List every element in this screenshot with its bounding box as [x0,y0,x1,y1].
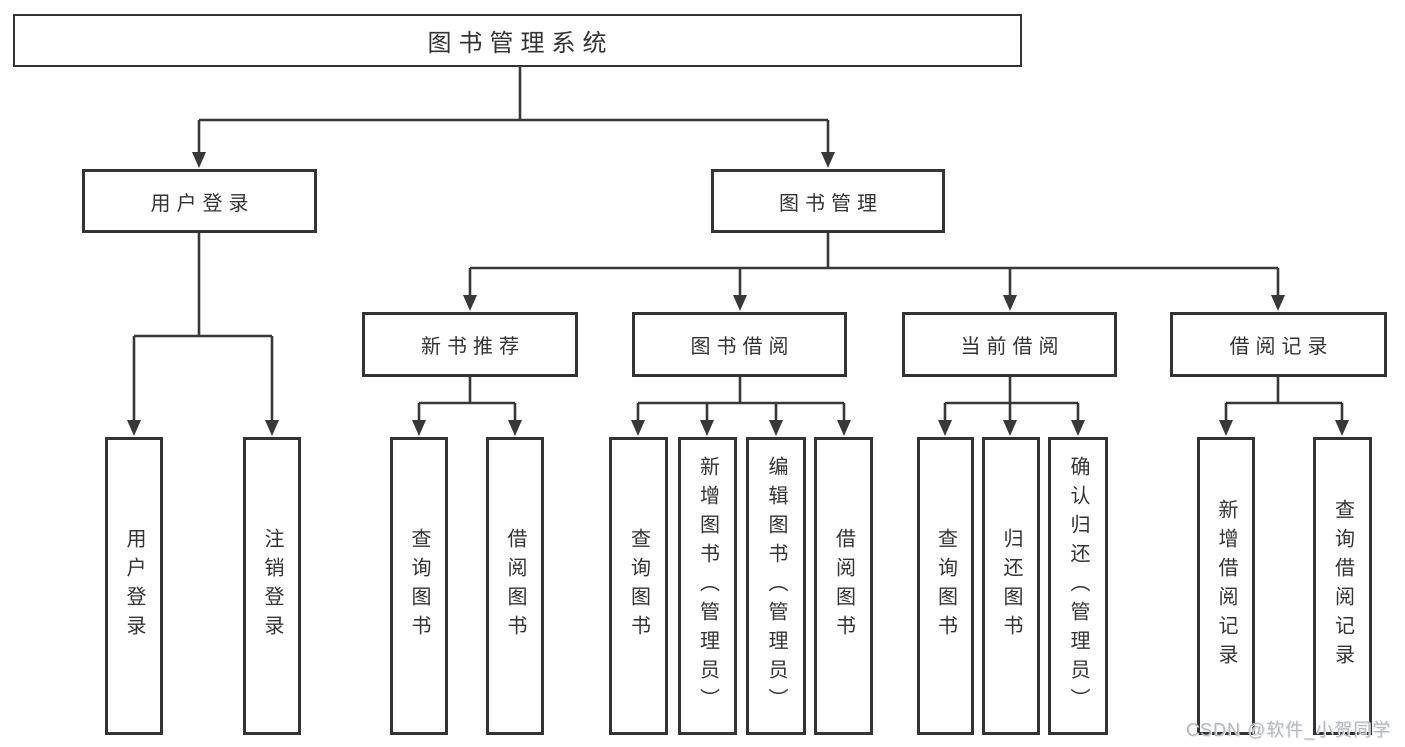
leaf-confirm-return-admin-label: 确认归还（管理员） [1067,455,1089,717]
leaf-add-book-admin-label: 新增图书（管理员） [696,455,719,717]
leaf-borrow-books-borrow: 借阅图书 [814,437,873,735]
node-current-borrow-label: 当前借阅 [960,336,1065,358]
leaf-query-books-borrow-label: 查询图书 [627,528,650,644]
leaf-confirm-return-admin: 确认归还（管理员） [1048,437,1108,735]
node-new-book-recommend-label: 新书推荐 [421,336,525,358]
leaf-edit-book-admin: 编辑图书（管理员） [746,437,806,735]
leaf-query-books-current: 查询图书 [917,437,974,735]
node-book-borrow: 图书借阅 [632,312,847,377]
node-book-management: 图书管理 [711,169,945,233]
node-new-book-recommend: 新书推荐 [362,312,578,377]
leaf-query-borrow-record-label: 查询借阅记录 [1331,499,1354,673]
leaf-return-books-label: 归还图书 [1000,528,1022,644]
leaf-return-books: 归还图书 [982,437,1040,735]
node-user-login-label: 用户登录 [150,192,255,215]
leaf-edit-book-admin-label: 编辑图书（管理员） [765,455,787,717]
leaf-add-book-admin: 新增图书（管理员） [678,437,737,735]
node-borrow-records: 借阅记录 [1170,312,1387,377]
node-user-login: 用户登录 [82,169,317,233]
leaf-borrow-books-borrow-label: 借阅图书 [832,528,855,644]
leaf-borrow-books-recommend-label: 借阅图书 [504,528,526,644]
csdn-watermark: CSDN @软件_小贺同学 [1186,720,1392,740]
leaf-borrow-books-recommend: 借阅图书 [486,437,544,735]
node-library-system-label: 图书管理系统 [427,30,614,57]
leaf-add-borrow-record: 新增借阅记录 [1197,437,1255,735]
leaf-query-borrow-record: 查询借阅记录 [1313,437,1372,735]
node-current-borrow: 当前借阅 [902,312,1117,377]
leaf-add-borrow-record-label: 新增借阅记录 [1215,499,1237,673]
leaf-user-login: 用户登录 [105,437,163,735]
node-book-borrow-label: 图书借阅 [690,336,795,358]
leaf-query-books-recommend: 查询图书 [390,437,448,735]
node-library-system: 图书管理系统 [13,14,1022,67]
leaf-query-books-recommend-label: 查询图书 [408,528,430,644]
leaf-user-login-label: 用户登录 [123,528,145,644]
leaf-query-books-borrow: 查询图书 [609,437,668,735]
leaf-query-books-current-label: 查询图书 [934,528,957,644]
node-book-management-label: 图书管理 [779,192,883,215]
leaf-logout: 注销登录 [243,437,301,735]
node-borrow-records-label: 借阅记录 [1229,336,1334,358]
leaf-logout-label: 注销登录 [261,528,283,644]
